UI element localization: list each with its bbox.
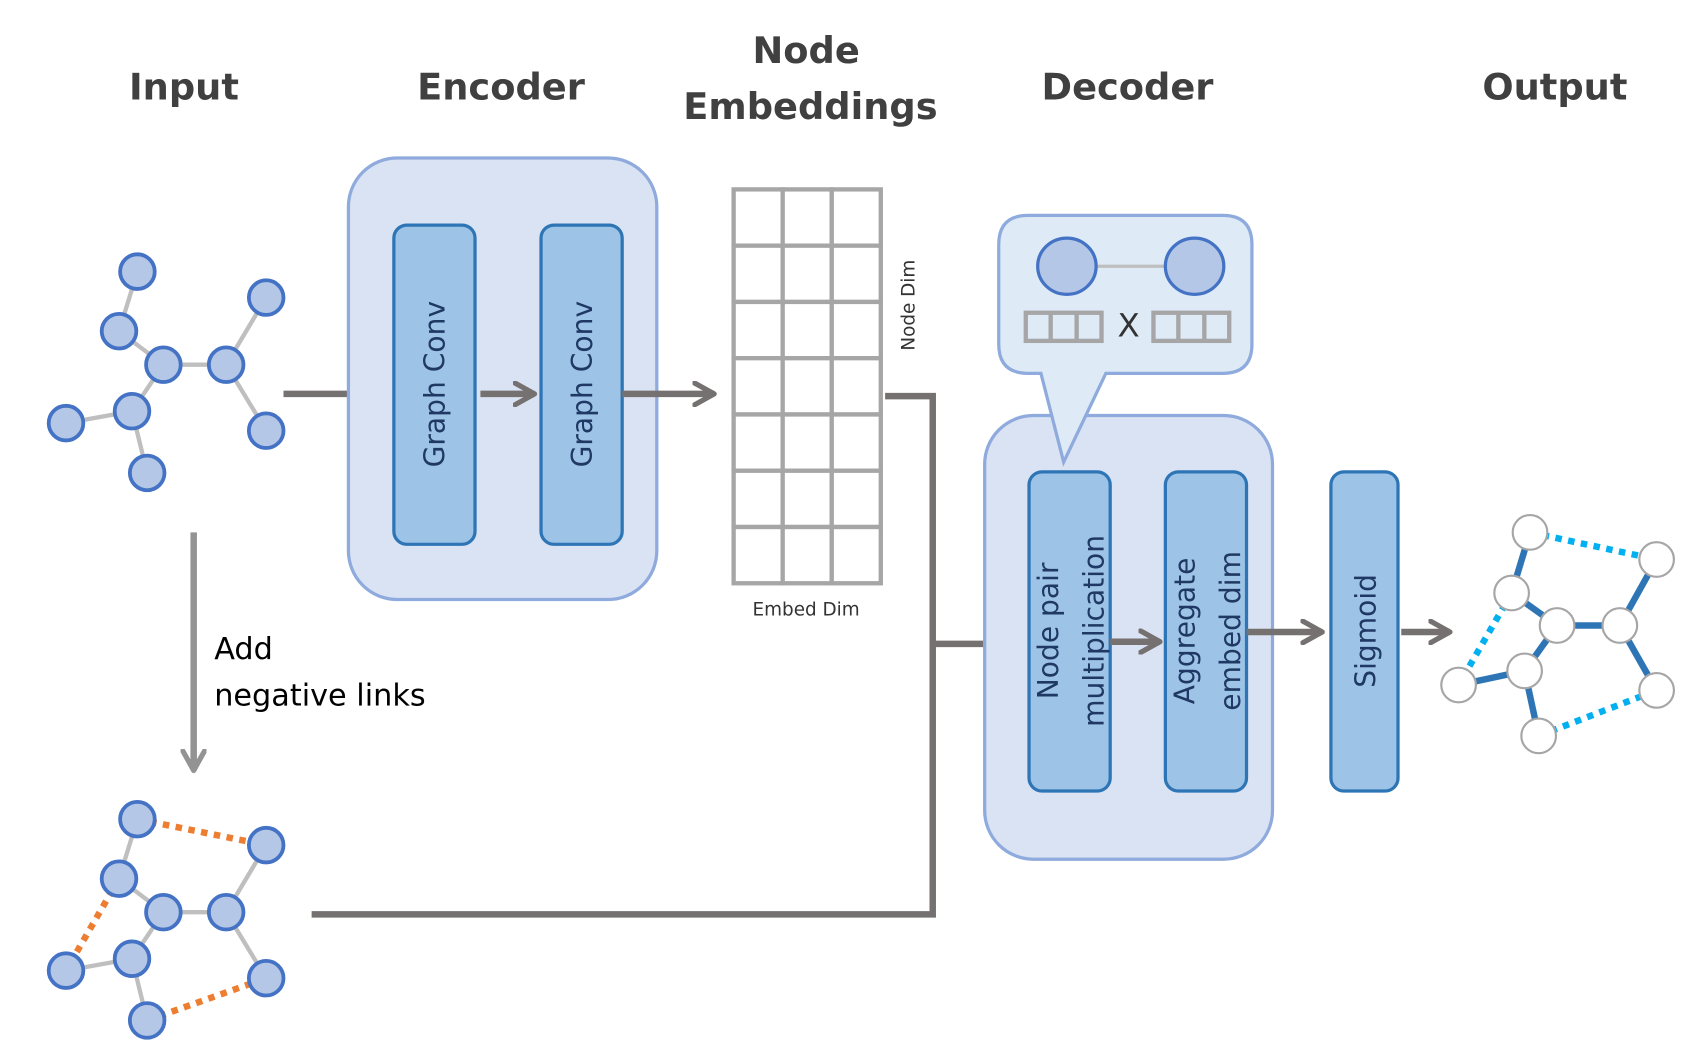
decoder-node-pair-line2: multiplication	[1078, 535, 1111, 727]
embedding-cell	[829, 299, 883, 361]
embedding-cell	[829, 356, 883, 417]
embedding-cell	[829, 524, 883, 586]
embedding-cell	[780, 524, 834, 586]
output-node	[1493, 574, 1531, 612]
negative-graph	[46, 799, 286, 1040]
output-node	[1440, 666, 1477, 704]
encoder-layer-1: Graph Conv	[392, 223, 477, 546]
embedding-cell	[829, 187, 883, 248]
header-encoder: Encoder	[417, 66, 586, 109]
negative-edge	[136, 815, 267, 849]
callout-vector-right	[1151, 310, 1232, 344]
decoder-aggregate-block: Aggregate embed dim	[1163, 470, 1249, 793]
graph-node	[206, 893, 246, 932]
graph-node	[246, 825, 286, 865]
output-node	[1520, 717, 1558, 755]
output-node	[1538, 607, 1576, 644]
embedding-cell	[780, 243, 834, 305]
node-pair-callout: X	[997, 213, 1254, 467]
encoder-layer-2-label: Graph Conv	[566, 301, 599, 468]
decoder-aggregate-line1: Aggregate	[1169, 558, 1202, 705]
embedding-cell	[731, 468, 785, 530]
embedding-cell	[731, 356, 785, 417]
graph-node	[246, 411, 286, 450]
graph-node	[206, 345, 246, 384]
graph-node	[246, 959, 286, 998]
graph-node	[46, 403, 86, 443]
encoder-layer-2: Graph Conv	[539, 223, 624, 546]
embed-dim-label: Embed Dim	[753, 600, 860, 621]
sigmoid-label: Sigmoid	[1349, 574, 1382, 688]
output-node	[1506, 652, 1544, 690]
header-decoder: Decoder	[1042, 66, 1215, 109]
graph-node	[127, 1001, 167, 1040]
graph-node	[112, 939, 152, 978]
output-graph	[1440, 514, 1676, 755]
node-dim-label: Node Dim	[898, 260, 919, 351]
graph-node	[127, 453, 167, 493]
callout-node-left	[1036, 236, 1098, 296]
negative-links-label-line2: negative links	[214, 679, 425, 714]
graph-node	[112, 392, 152, 431]
embedding-cell	[780, 187, 834, 248]
decoder-aggregate-line2: embed dim	[1214, 551, 1247, 711]
embedding-cell	[780, 412, 834, 473]
multiply-operator: X	[1117, 307, 1139, 345]
encoder-layer-1-label: Graph Conv	[419, 301, 452, 468]
predicted-negative-edge	[1537, 687, 1658, 739]
output-node	[1638, 541, 1676, 578]
header-output: Output	[1482, 66, 1627, 109]
embedding-cell	[731, 187, 785, 248]
embedding-cell	[731, 524, 785, 586]
embedding-cell	[829, 468, 883, 530]
graph-node	[46, 951, 86, 990]
header-input: Input	[129, 66, 239, 109]
embedding-cell	[780, 299, 834, 361]
header-embeddings-line2: Embeddings	[683, 85, 937, 128]
header-embeddings-line1: Node	[752, 29, 859, 72]
callout-vector-left	[1023, 310, 1104, 344]
embedding-matrix	[731, 187, 883, 586]
graph-node	[118, 799, 157, 839]
connector-embeddings-negatives	[311, 392, 936, 918]
predicted-negative-edge	[1529, 529, 1658, 563]
callout-node-right	[1163, 236, 1226, 296]
embedding-cell	[731, 299, 785, 361]
graph-node	[99, 859, 139, 898]
graph-node	[144, 893, 183, 932]
embedding-cell	[731, 243, 785, 305]
decoder-node-pair-block: Node pair multiplication	[1027, 470, 1112, 793]
input-graph	[46, 252, 286, 493]
embedding-cell	[731, 412, 785, 473]
decoder-node-pair-line1: Node pair	[1032, 562, 1065, 699]
output-node	[1511, 514, 1549, 551]
output-node	[1601, 607, 1639, 644]
graph-node	[144, 345, 183, 384]
negative-links-label-line1: Add	[214, 632, 273, 667]
output-node	[1638, 671, 1676, 709]
embedding-cell	[829, 243, 883, 305]
sigmoid-block: Sigmoid	[1329, 470, 1400, 793]
embedding-cell	[829, 412, 883, 473]
negative-edge	[146, 975, 268, 1024]
graph-node	[246, 278, 286, 317]
graph-node	[118, 252, 157, 291]
embedding-cell	[780, 356, 834, 417]
graph-node	[99, 311, 139, 351]
embedding-cell	[780, 468, 834, 530]
